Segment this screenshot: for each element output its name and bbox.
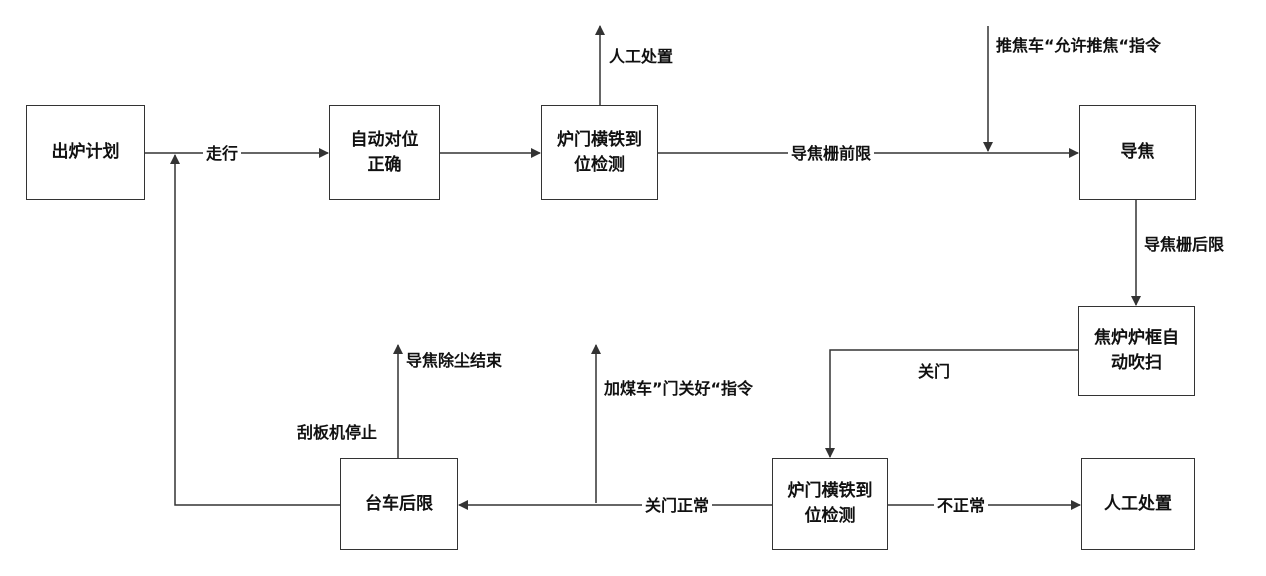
node-check-bottom-line-1: 炉门横铁到 xyxy=(787,481,873,501)
node-align-line-2: 正确 xyxy=(367,154,402,175)
label-walk: 走行 xyxy=(203,144,242,164)
label-push-command: 推焦车“允许推焦“指令 xyxy=(996,36,1162,55)
node-sweep: 焦炉炉框自 动吹扫 xyxy=(1078,306,1195,396)
label-close-door: 关门 xyxy=(918,362,951,381)
node-guide-line: 导焦 xyxy=(1120,142,1155,162)
edge-sweep-to-check-bottom xyxy=(825,349,1078,458)
label-abnormal: 不正常 xyxy=(934,496,989,516)
label-grid-rear: 导焦栅后限 xyxy=(1144,235,1225,254)
node-check-bottom: 炉门横铁到 位检测 xyxy=(772,458,888,550)
node-check-bottom-line-2: 位检测 xyxy=(804,506,856,526)
label-manual-top: 人工处置 xyxy=(609,47,674,66)
node-guide: 导焦 xyxy=(1079,105,1196,200)
node-manual-right-line: 人工处置 xyxy=(1104,493,1172,514)
node-sweep-line-2: 动吹扫 xyxy=(1111,353,1162,373)
node-plan: 出炉计划 xyxy=(26,105,145,200)
label-coal-command: 加煤车”门关好“指令 xyxy=(604,379,754,398)
node-manual-right: 人工处置 xyxy=(1081,458,1195,550)
label-scraper-stop: 刮板机停止 xyxy=(297,423,378,442)
node-align: 自动对位 正确 xyxy=(329,105,440,200)
label-grid-front: 导焦栅前限 xyxy=(788,144,875,164)
node-check-top: 炉门横铁到 位检测 xyxy=(541,105,658,200)
node-check-top-line-2: 位检测 xyxy=(574,154,625,175)
node-check-top-line-1: 炉门横铁到 xyxy=(557,129,642,150)
node-align-line-1: 自动对位 xyxy=(350,129,419,150)
node-rear-line: 台车后限 xyxy=(365,493,433,514)
label-dust-end: 导焦除尘结束 xyxy=(406,351,503,370)
label-close-ok: 关门正常 xyxy=(642,496,713,516)
node-plan-line: 出炉计划 xyxy=(51,142,120,162)
node-sweep-line-1: 焦炉炉框自 xyxy=(1094,328,1179,348)
node-rear: 台车后限 xyxy=(340,458,458,550)
edge-rear-to-walk xyxy=(170,154,340,506)
